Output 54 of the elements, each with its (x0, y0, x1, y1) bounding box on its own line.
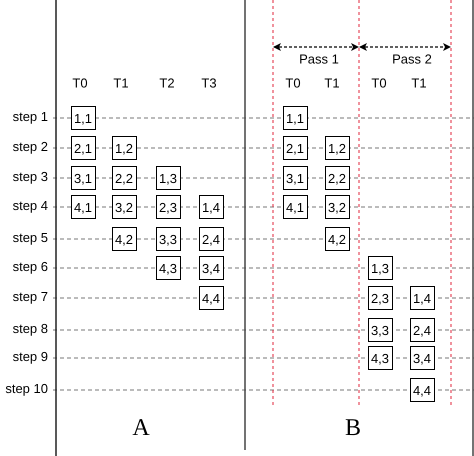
step-label: step 7 (12, 290, 50, 303)
cell-box: 2,4 (198, 227, 224, 251)
cell-box: 4,4 (410, 378, 434, 402)
cell-box: 2,3 (156, 195, 180, 219)
cell-box: 1,4 (410, 286, 434, 310)
step-label: step 4 (12, 199, 50, 212)
cell-box: 3,4 (198, 256, 224, 280)
cell-box: 1,3 (368, 256, 392, 280)
cell-box: 3,1 (70, 166, 96, 190)
cell-box: 3,1 (282, 166, 308, 190)
step-label: step 9 (12, 350, 50, 363)
cell-box: 4,3 (368, 346, 392, 370)
column-header: T1 (324, 76, 340, 90)
cell-box: 1,1 (282, 106, 308, 130)
cell-box: 4,1 (282, 195, 308, 219)
step-label: step 5 (12, 231, 50, 244)
cell-box: 2,2 (112, 166, 136, 190)
column-header: T3 (201, 76, 217, 90)
cell-box: 4,4 (198, 286, 224, 310)
pass-label: Pass 2 (392, 52, 432, 66)
step-label: step 2 (12, 140, 50, 153)
panel-label: A (132, 416, 150, 440)
cell-box: 4,1 (70, 195, 96, 219)
column-header: T0 (285, 76, 301, 90)
cell-box: 2,3 (368, 286, 392, 310)
panel-label: B (345, 416, 361, 440)
step-label: step 3 (12, 170, 50, 183)
cell-box: 2,2 (324, 166, 350, 190)
cell-box: 1,2 (324, 136, 350, 160)
column-header: T0 (72, 76, 88, 90)
cell-box: 4,2 (112, 227, 136, 251)
cell-box: 1,3 (156, 166, 180, 190)
cell-box: 4,3 (156, 256, 180, 280)
cell-box: 1,1 (70, 106, 96, 130)
step-label: step 1 (12, 110, 50, 123)
cell-box: 2,4 (410, 318, 434, 342)
column-header: T1 (411, 76, 427, 90)
step-label: step 10 (5, 382, 50, 395)
column-header: T0 (371, 76, 387, 90)
column-header: T2 (159, 76, 175, 90)
cell-box: 2,1 (70, 136, 96, 160)
step-label: step 8 (12, 322, 50, 335)
cell-box: 2,1 (282, 136, 308, 160)
cell-box: 1,4 (198, 195, 224, 219)
column-header: T1 (113, 76, 129, 90)
cell-box: 3,4 (410, 346, 434, 370)
cell-box: 4,2 (324, 227, 350, 251)
cell-box: 3,3 (156, 227, 180, 251)
cell-box: 3,2 (112, 195, 136, 219)
cell-box: 1,2 (112, 136, 136, 160)
step-label: step 6 (12, 260, 50, 273)
pass-label: Pass 1 (299, 52, 339, 66)
cell-box: 3,2 (324, 195, 350, 219)
cell-box: 3,3 (368, 318, 392, 342)
